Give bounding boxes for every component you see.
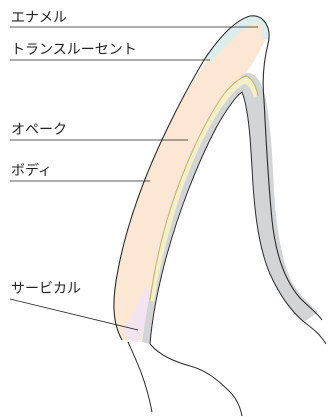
enamel-label: エナメル: [11, 10, 67, 26]
root-line-left: [128, 342, 152, 412]
opaque-label: オペーク: [11, 122, 67, 138]
body-label: ボディ: [11, 162, 52, 179]
crown-cross-section: [114, 16, 326, 416]
cervical-label: サービカル: [11, 281, 81, 297]
root-line-right: [150, 344, 242, 416]
labels: エナメル トランスルーセント オペーク ボディ サービカル: [11, 10, 137, 297]
translucent-label: トランスルーセント: [11, 42, 137, 58]
